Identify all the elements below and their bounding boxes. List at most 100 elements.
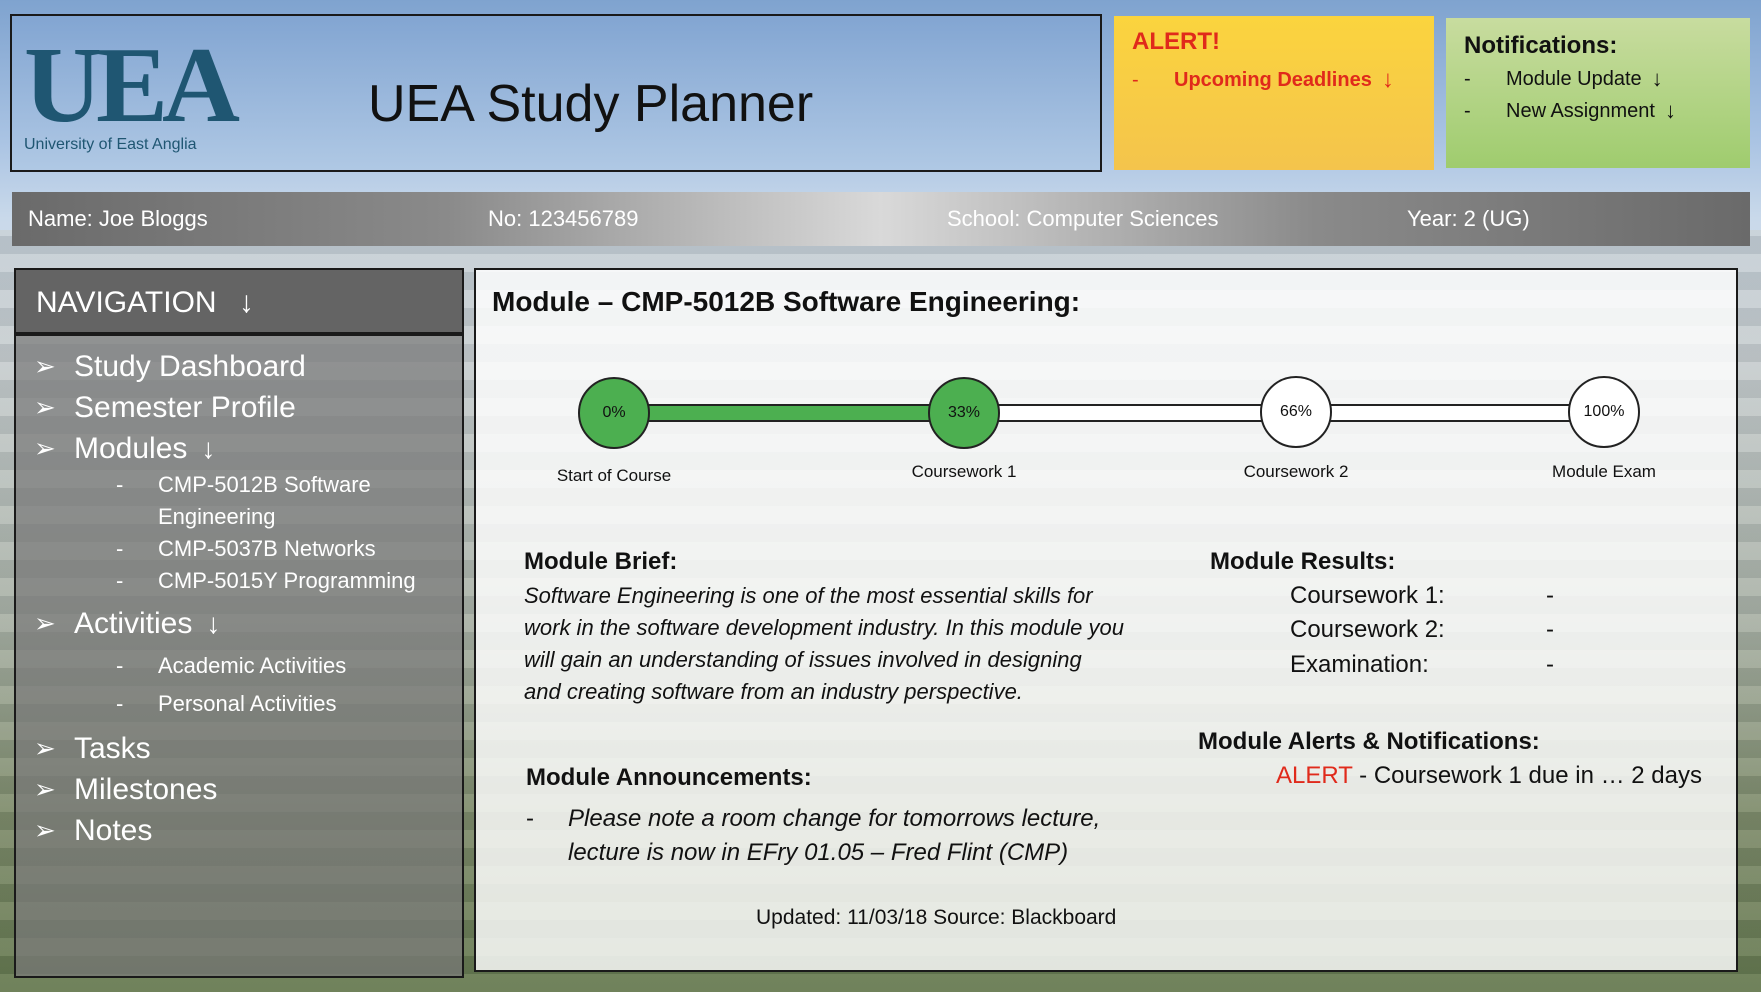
app-header: UEA University of East Anglia UEA Study … — [10, 14, 1102, 172]
alert-panel: ALERT! - Upcoming Deadlines ↓ — [1114, 16, 1434, 170]
result-value: - — [1546, 651, 1554, 678]
bullet-dash: - — [526, 805, 534, 832]
milestone-node[interactable]: 0% — [578, 377, 650, 449]
bullet-dash: - — [116, 653, 124, 678]
alert-item-label: Upcoming Deadlines — [1174, 68, 1372, 91]
app-title: UEA Study Planner — [368, 75, 814, 133]
student-info-bar: Name: Joe Bloggs No: 123456789 School: C… — [12, 192, 1750, 246]
nav-subitem-label: CMP-5012B Software Engineering — [158, 472, 371, 529]
bullet-dash: - — [116, 691, 124, 716]
arrow-down-icon: ↓ — [1651, 66, 1663, 91]
arrow-down-icon: ↓ — [238, 286, 254, 319]
chevron-right-icon: ➢ — [34, 351, 56, 381]
bullet-dash: - — [116, 568, 124, 593]
milestone-percent: 33% — [947, 404, 981, 421]
module-announcements-title: Module Announcements: — [526, 764, 812, 791]
nav-item-label: Modules — [74, 431, 188, 465]
chevron-right-icon: ➢ — [34, 392, 56, 422]
bullet-dash: - — [1132, 68, 1139, 91]
milestone-label: Module Exam — [1552, 462, 1656, 481]
arrow-down-icon: ↓ — [1381, 66, 1394, 93]
module-alert-item[interactable]: ALERT - Coursework 1 due in … 2 days — [1276, 762, 1702, 790]
chevron-right-icon: ➢ — [34, 433, 56, 463]
milestone-label: Start of Course — [556, 466, 672, 485]
logo-subtitle: University of East Anglia — [24, 136, 197, 153]
result-label: Examination: — [1290, 651, 1429, 678]
milestone-node[interactable]: 66% — [1260, 376, 1332, 448]
chevron-right-icon: ➢ — [34, 608, 56, 638]
nav-item-notes[interactable]: ➢ Notes — [16, 810, 462, 851]
milestone-label: Coursework 2 — [1243, 462, 1349, 481]
nav-item-label: Activities — [74, 606, 193, 640]
alert-text: - Coursework 1 due in … 2 days — [1352, 762, 1702, 789]
navigation-panel: NAVIGATION ↓ ➢ Study Dashboard ➢ Semeste… — [14, 268, 464, 978]
navigation-title: NAVIGATION — [36, 286, 217, 319]
nav-subitem-label: Personal Activities — [158, 691, 337, 716]
alert-keyword: ALERT — [1276, 762, 1353, 789]
chevron-right-icon: ➢ — [34, 774, 56, 804]
nav-subitem-module[interactable]: - CMP-5037B Networks — [16, 533, 462, 565]
module-title: Module – CMP-5012B Software Engineering: — [492, 286, 1081, 317]
nav-subitem-label: Academic Activities — [158, 653, 347, 678]
announcement-text: Please note a room change for tomorrows … — [568, 805, 1101, 866]
module-brief-text: Software Engineering is one of the most … — [524, 583, 1125, 704]
milestone-percent: 0% — [602, 404, 626, 421]
nav-item-label: Notes — [74, 813, 153, 847]
nav-subitem-module[interactable]: - CMP-5015Y Programming — [16, 565, 462, 597]
new-assignment-link[interactable]: - New Assignment ↓ — [1464, 98, 1732, 124]
milestone-node[interactable]: 100% — [1568, 376, 1640, 448]
arrow-down-icon: ↓ — [201, 432, 216, 464]
navigation-header[interactable]: NAVIGATION ↓ — [16, 270, 462, 336]
alert-title: ALERT! — [1132, 28, 1220, 55]
milestone-percent: 66% — [1279, 403, 1313, 420]
nav-item-modules[interactable]: ➢ Modules ↓ — [16, 428, 462, 469]
arrow-down-icon: ↓ — [206, 607, 221, 639]
nav-subitem-label: CMP-5015Y Programming — [158, 568, 416, 593]
student-school: School: Computer Sciences — [947, 206, 1219, 231]
nav-subitem-module[interactable]: - CMP-5012B Software Engineering — [16, 469, 462, 533]
milestone-node[interactable]: 33% — [928, 377, 1000, 449]
notification-label: Module Update — [1506, 67, 1642, 90]
bullet-dash: - — [1464, 67, 1471, 90]
notifications-panel: Notifications: - Module Update ↓ - New A… — [1446, 18, 1750, 168]
bullet-dash: - — [116, 536, 124, 561]
upcoming-deadlines-link[interactable]: - Upcoming Deadlines ↓ — [1132, 66, 1416, 94]
nav-item-study-dashboard[interactable]: ➢ Study Dashboard — [16, 346, 462, 387]
milestone-percent: 100% — [1583, 403, 1625, 420]
arrow-down-icon: ↓ — [1664, 98, 1676, 123]
module-update-link[interactable]: - Module Update ↓ — [1464, 66, 1732, 92]
nav-item-milestones[interactable]: ➢ Milestones — [16, 769, 462, 810]
student-number: No: 123456789 — [488, 206, 639, 231]
updated-source-note: Updated: 11/03/18 Source: Blackboard — [756, 906, 1117, 929]
bullet-dash: - — [116, 472, 124, 497]
nav-item-tasks[interactable]: ➢ Tasks — [16, 728, 462, 769]
nav-item-label: Tasks — [74, 731, 151, 765]
nav-item-label: Study Dashboard — [74, 349, 306, 383]
nav-item-semester-profile[interactable]: ➢ Semester Profile — [16, 387, 462, 428]
student-name: Name: Joe Bloggs — [28, 206, 208, 231]
module-panel: Module – CMP-5012B Software Engineering:… — [474, 268, 1738, 972]
uea-logo: UEA University of East Anglia — [24, 26, 240, 168]
nav-subitem-activity[interactable]: - Personal Activities — [16, 688, 462, 720]
result-value: - — [1546, 582, 1554, 609]
module-results-title: Module Results: — [1210, 548, 1396, 575]
logo-mark: UEA — [24, 26, 240, 145]
milestone-label: Coursework 1 — [911, 462, 1017, 481]
notifications-title: Notifications: — [1464, 32, 1618, 59]
chevron-right-icon: ➢ — [34, 733, 56, 763]
navigation-list: ➢ Study Dashboard ➢ Semester Profile ➢ M… — [16, 336, 462, 851]
nav-subitem-label: CMP-5037B Networks — [158, 536, 376, 561]
module-brief-title: Module Brief: — [524, 548, 678, 575]
nav-subitem-activity[interactable]: - Academic Activities — [16, 650, 462, 682]
result-label: Coursework 1: — [1290, 582, 1445, 609]
nav-item-label: Milestones — [74, 772, 218, 806]
progress-fill — [606, 404, 964, 422]
announcement-item: - Please note a room change for tomorrow… — [526, 802, 1108, 870]
bullet-dash: - — [1464, 99, 1471, 122]
nav-item-activities[interactable]: ➢ Activities ↓ — [16, 603, 462, 644]
module-alerts-title: Module Alerts & Notifications: — [1198, 728, 1540, 755]
result-value: - — [1546, 616, 1554, 643]
nav-item-label: Semester Profile — [74, 390, 296, 424]
student-year: Year: 2 (UG) — [1407, 206, 1530, 231]
notification-label: New Assignment — [1506, 99, 1655, 122]
